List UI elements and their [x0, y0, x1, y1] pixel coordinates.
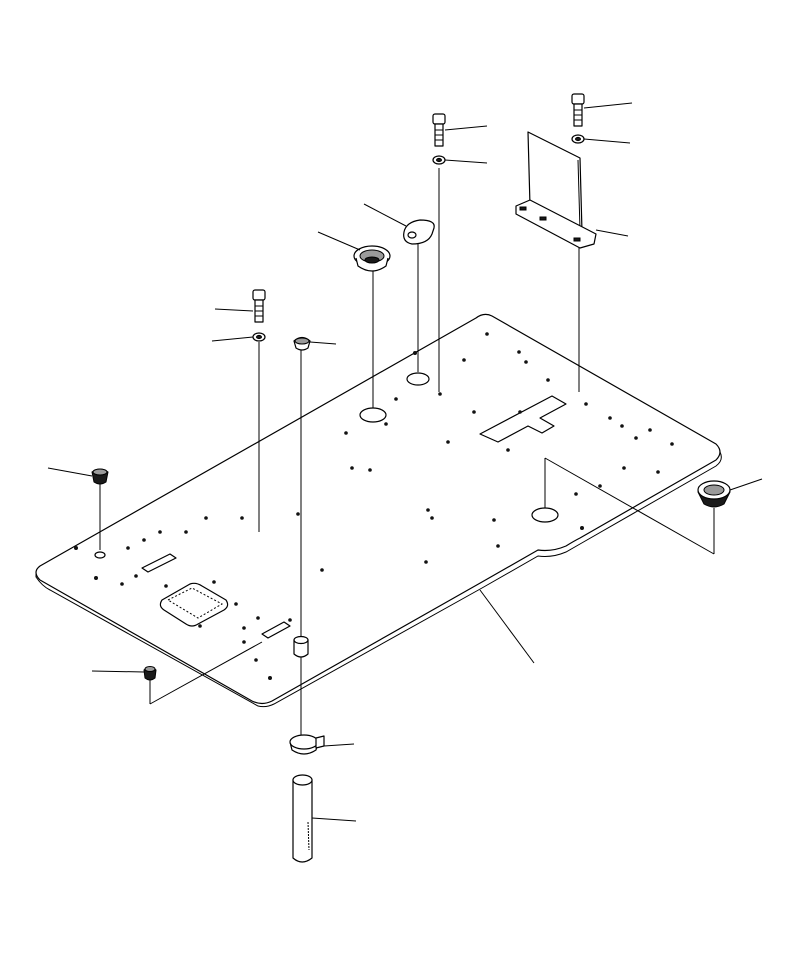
grommet-hole-upper [359, 407, 387, 423]
tube-pin [292, 774, 313, 863]
washer-left [252, 332, 266, 342]
hex-bolt-center [432, 113, 446, 147]
slot-lower [261, 621, 291, 639]
hose-clamp [289, 734, 325, 755]
plug-cap [293, 336, 311, 351]
rubber-grommet-right [697, 480, 731, 508]
assembly-lines [99, 168, 715, 736]
cylindrical-spacer [293, 635, 309, 658]
washer-right [571, 134, 585, 144]
washer-center [432, 155, 446, 165]
slot-left [141, 553, 177, 573]
rubber-mount-left [91, 468, 109, 485]
oval-hole [406, 372, 430, 386]
callout-leaders [47, 102, 763, 822]
bolt-cap [143, 666, 157, 681]
rubber-grommet-upper [353, 245, 391, 272]
grommet-hole-right [531, 507, 559, 523]
mounting-holes [74, 332, 674, 680]
oval-grommet [403, 219, 435, 245]
bracket-plate [515, 131, 597, 249]
hex-bolt-right [571, 93, 585, 127]
hex-bolt-left [252, 289, 266, 323]
t-cutout [479, 395, 567, 443]
square-cutout [159, 582, 229, 627]
floor-plate [35, 313, 722, 708]
